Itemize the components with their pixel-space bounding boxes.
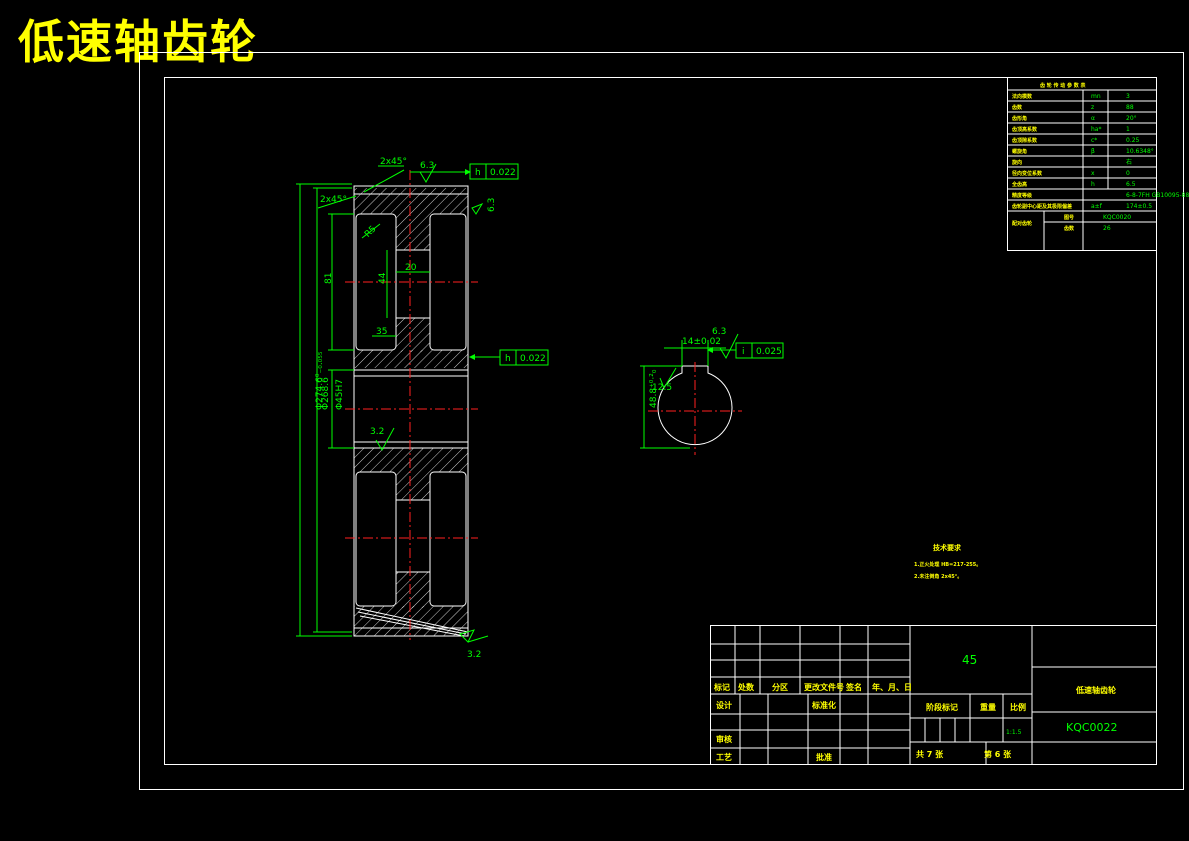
key-tol-value: 0.025 (756, 347, 782, 357)
hatch-regions (354, 188, 468, 636)
param-name: 螺旋角 (1012, 148, 1027, 155)
param-value: 174±0.5 (1126, 203, 1152, 210)
dimension-lines (296, 165, 430, 637)
title-block-header-label: 分区 (772, 682, 788, 692)
key-width-label: 14±0.02 (682, 337, 721, 347)
rim-diameter-label: Φ268.6 (321, 377, 331, 410)
pair-row-value: 26 (1103, 225, 1111, 232)
title-block-header-label: 更改文件号 (804, 682, 844, 692)
gear-section-view (345, 170, 478, 640)
param-value: 0 (1126, 170, 1130, 177)
dim-20-label: 20 (405, 263, 417, 273)
param-name: 齿轮副中心距及其极限偏差 (1012, 203, 1072, 210)
tech-req-line2: 2.未注倒角 2x45°。 (914, 573, 962, 580)
param-symbol: β (1091, 148, 1095, 155)
param-name: 齿顶高系数 (1012, 126, 1038, 133)
param-symbol: c* (1091, 137, 1097, 144)
tol-top-value: 0.022 (490, 168, 516, 178)
outer-frame (139, 52, 1184, 790)
tb-total-sheets: 共 7 张 (916, 749, 944, 759)
tb-part-name: 低速轴齿轮 (1075, 685, 1116, 695)
param-name: 齿形角 (1012, 115, 1027, 122)
title-block-header-label: 签名 (845, 682, 862, 692)
roughness-symbols (375, 163, 489, 643)
param-value: 88 (1126, 104, 1134, 111)
rough-right-label: 6.3 (487, 198, 497, 212)
param-symbol: α (1091, 115, 1095, 122)
chamfer-left-label: 2x45° (320, 195, 347, 205)
param-value: 3 (1126, 93, 1130, 100)
param-symbol: x (1091, 170, 1095, 177)
tol-top-symbol: h (475, 168, 481, 178)
tol-mid-symbol: h (505, 354, 511, 364)
tb-sheet-no: 第 6 张 (984, 749, 1012, 759)
param-name: 齿数 (1012, 104, 1023, 111)
tb-standardize: 标准化 (811, 700, 836, 710)
pair-gear-label: 配对齿轮 (1012, 220, 1032, 227)
param-value: 6.5 (1126, 181, 1136, 188)
title-block-header-label: 年、月、日 (872, 682, 912, 692)
drawing-title: 低速轴齿轮 (18, 15, 258, 69)
tb-weight: 重量 (980, 702, 996, 712)
tb-process: 工艺 (716, 752, 732, 762)
title-block-header-label: 处数 (737, 682, 755, 692)
param-symbol: z (1091, 104, 1094, 111)
title-block-header-labels: 标记处数 分区 更改文件号签名年、月、日 (713, 682, 912, 692)
tb-design: 设计 (716, 700, 732, 710)
pair-row-value: KQC0020 (1103, 214, 1131, 221)
tolerance-frame-mid (469, 349, 549, 366)
tb-drawing-no: KQC0022 (1066, 721, 1118, 734)
param-name: 法向模数 (1012, 93, 1033, 100)
param-symbol: h (1091, 181, 1095, 188)
tb-review: 审核 (716, 734, 732, 744)
pair-row-name: 齿数 (1064, 225, 1075, 232)
param-name: 齿顶隙系数 (1012, 137, 1038, 144)
key-depth-label: 48.8⁺⁰·²₀ (649, 369, 659, 408)
tol-mid-value: 0.022 (520, 354, 546, 364)
param-name: 全齿高 (1011, 181, 1027, 188)
key-tol-symbol: i (742, 347, 745, 357)
param-name: 旋向 (1011, 159, 1022, 166)
key-rough2-label: 12.5 (652, 383, 672, 393)
title-block (710, 625, 1157, 765)
param-value: 1 (1126, 126, 1130, 133)
param-symbol: ha* (1091, 126, 1101, 133)
dim-35-label: 35 (376, 327, 387, 337)
tb-material: 45 (962, 653, 977, 667)
param-symbol: a±f (1091, 203, 1103, 210)
param-symbol: mn (1091, 93, 1101, 100)
tb-approve: 批准 (816, 752, 832, 762)
chamfer-top-label: 2x45° (380, 157, 407, 167)
param-value: 6-8-7FH GB10095-88 (1126, 192, 1189, 199)
tip-diameter-label: Φ274.6⁰₋₀.₀₅₅ (315, 351, 325, 410)
tech-req-title: 技术要求 (933, 543, 962, 552)
tolerance-frame-top (410, 163, 519, 180)
dim-44-label: 44 (378, 272, 388, 284)
keyway-view (640, 333, 784, 455)
param-value: 右 (1126, 158, 1132, 166)
param-name: 径向变位系数 (1012, 170, 1043, 177)
param-value: 20° (1126, 115, 1137, 122)
tb-stage-mark: 阶段标记 (926, 702, 958, 712)
param-value: 0.25 (1126, 137, 1140, 144)
rough-top-label: 6.3 (420, 161, 434, 171)
inner-frame (164, 77, 1157, 765)
rough-bottom-label: 3.2 (467, 650, 481, 660)
tech-req-line1: 1.正火处理 HB=217-255。 (914, 561, 981, 568)
tb-scale-value: 1:1.5 (1006, 729, 1022, 736)
tb-scale: 比例 (1010, 702, 1026, 712)
pair-row-name: 图号 (1064, 214, 1074, 221)
params-header: 齿 轮 传 动 参 数 表 (1040, 82, 1086, 89)
rough-hub-label: 3.2 (370, 427, 384, 437)
dim-81-label: 81 (324, 273, 334, 284)
key-rough-label: 6.3 (712, 327, 726, 337)
param-value: 10.6348° (1126, 148, 1154, 155)
param-name: 精度等级 (1012, 192, 1032, 199)
title-block-header-label: 标记 (713, 682, 730, 692)
bore-diameter-label: Φ45H7 (335, 379, 345, 410)
